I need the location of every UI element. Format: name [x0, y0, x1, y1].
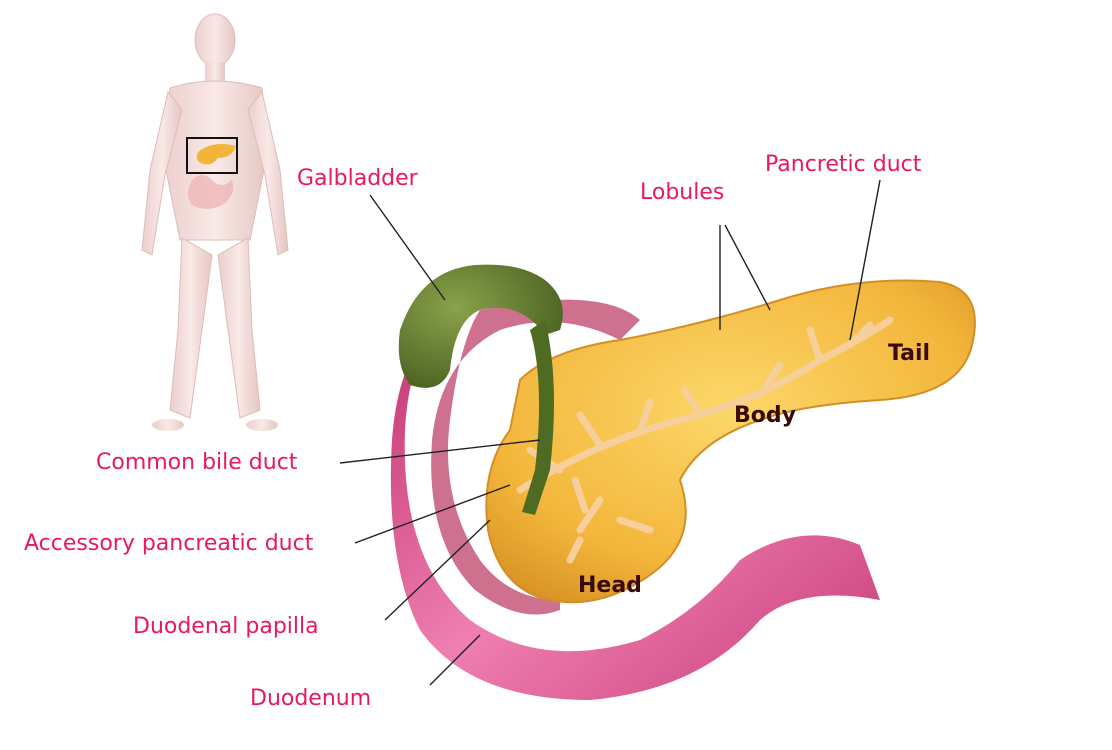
label-common-bile-duct: Common bile duct	[96, 450, 298, 475]
label-gallbladder: Galbladder	[297, 166, 418, 191]
label-accessory-pancreatic-duct: Accessory pancreatic duct	[24, 531, 314, 556]
duodenum-shape	[390, 299, 880, 700]
label-duodenum: Duodenum	[250, 686, 372, 711]
label-body: Body	[734, 403, 796, 428]
location-box	[186, 137, 238, 174]
human-body-figure	[141, 13, 289, 431]
leader-lines	[339, 179, 881, 686]
label-duodenal-papilla: Duodenal papilla	[133, 614, 319, 639]
pancreas-shape	[485, 279, 976, 604]
label-head: Head	[578, 573, 642, 598]
label-pancreatic-duct: Pancretic duct	[765, 152, 922, 177]
gallbladder-shape	[398, 264, 563, 515]
label-lobules: Lobules	[640, 180, 725, 205]
label-tail: Tail	[888, 341, 931, 366]
